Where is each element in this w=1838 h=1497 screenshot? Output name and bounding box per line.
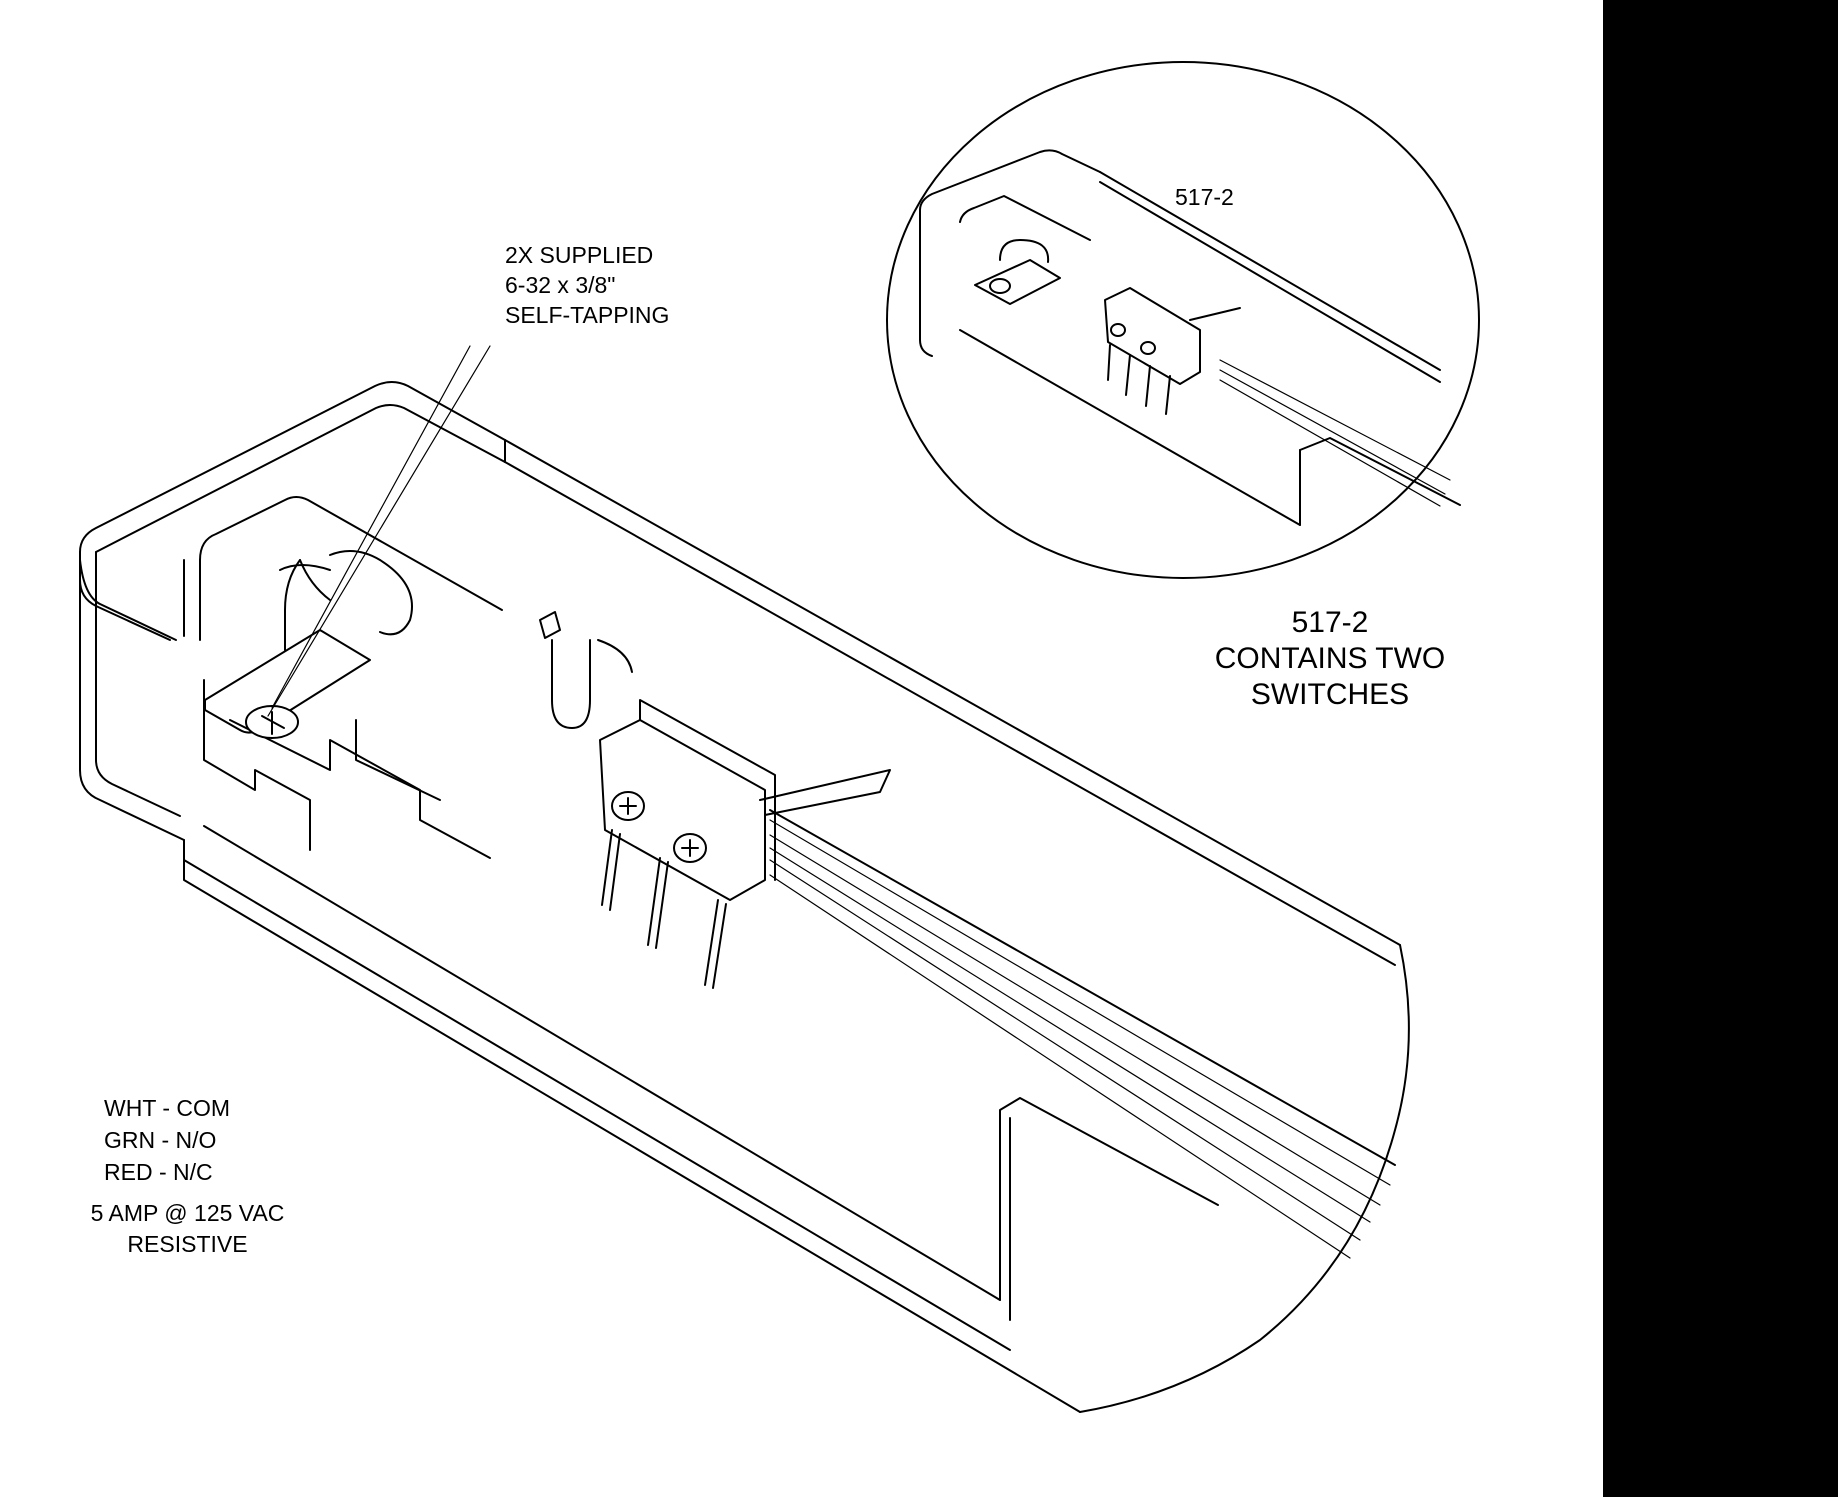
detail-label: 517-2 [1175,184,1234,210]
detail-caption-line: 517-2 [1291,606,1369,639]
wiring-legend-line: WHT - COM [104,1095,231,1121]
screw-leader-line [267,345,491,717]
detail-caption-line: CONTAINS TWO [1214,642,1446,675]
right-edge-bar [1603,0,1838,1497]
screw-callout-line: 6-32 x 3/8" [505,272,616,298]
phillips-screw-icon [245,705,299,739]
detail-caption: 517-2 CONTAINS TWO SWITCHES [1200,605,1460,713]
detail-view-517-2 [886,61,1480,579]
electrical-rating-line: RESISTIVE [127,1231,248,1257]
housing-channel [79,381,1410,1413]
detail-caption-line: SWITCHES [1250,678,1410,711]
wiring-legend: WHT - COM GRN - N/O RED - N/C [104,1092,230,1188]
screw-callout: 2X SUPPLIED 6-32 x 3/8" SELF-TAPPING [505,240,669,330]
electrical-rating: 5 AMP @ 125 VAC RESISTIVE [70,1198,305,1260]
micro-switch-icon [599,699,891,989]
electrical-rating-line: 5 AMP @ 125 VAC [90,1200,285,1226]
wiring-legend-line: GRN - N/O [104,1127,217,1153]
screw-callout-line: 2X SUPPLIED [505,242,654,268]
wiring-legend-line: RED - N/C [104,1159,213,1185]
cable-tie-icon [539,611,633,729]
screw-callout-line: SELF-TAPPING [505,302,670,328]
